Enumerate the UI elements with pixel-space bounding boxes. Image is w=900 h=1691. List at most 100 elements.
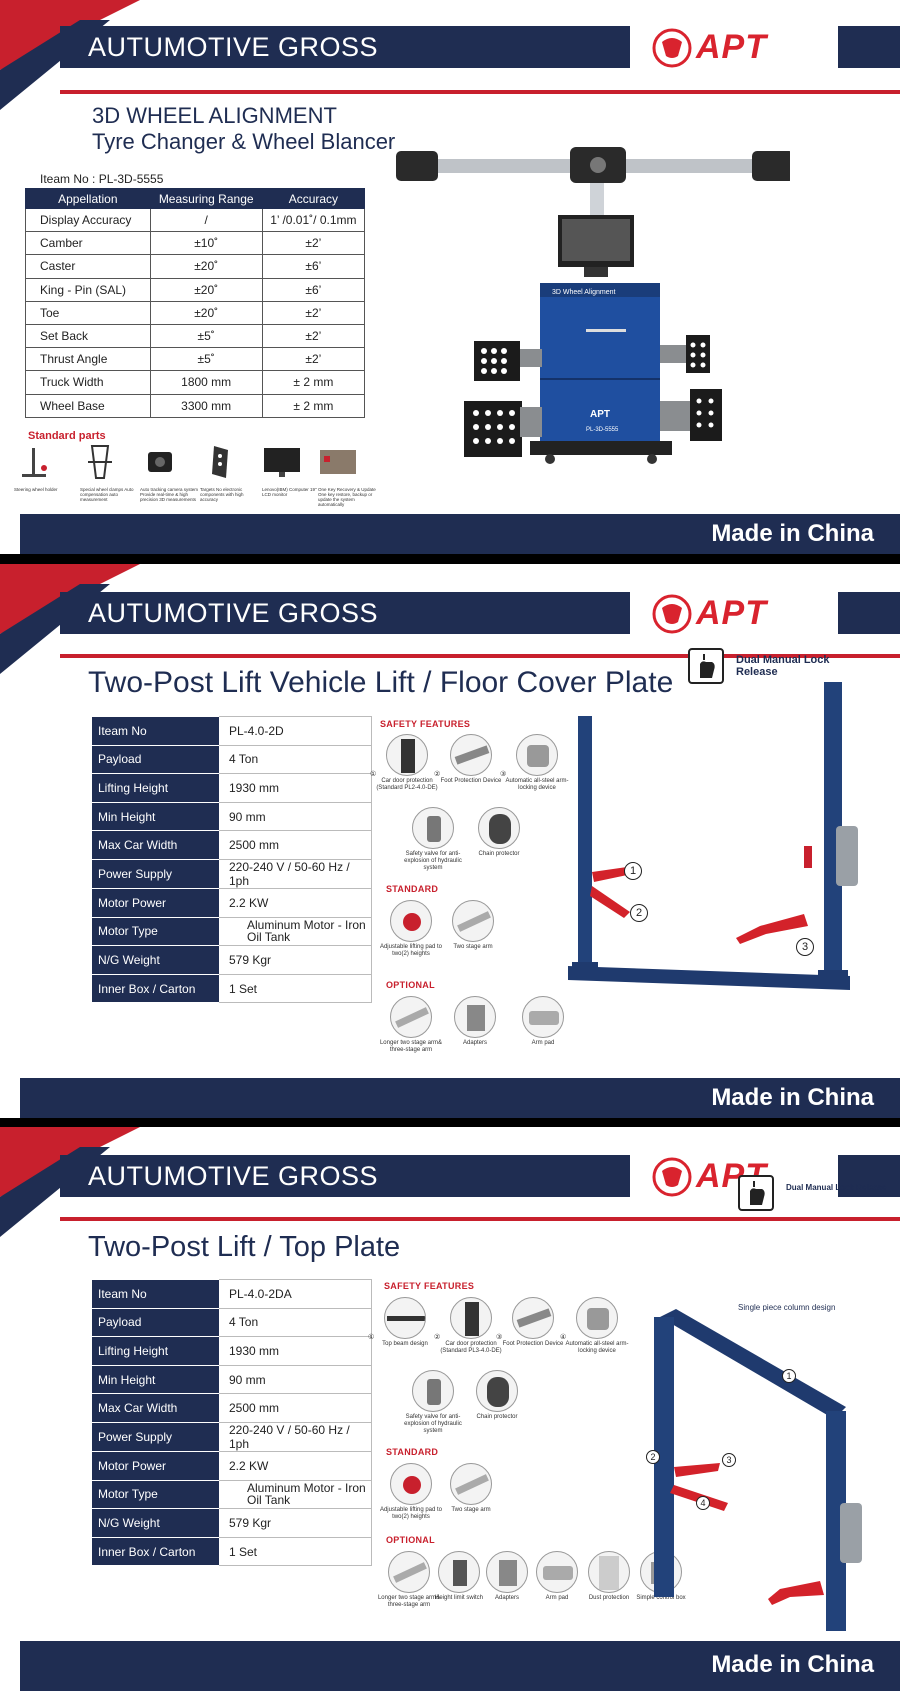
item-number: Iteam No : PL-3D-5555 xyxy=(40,172,164,186)
dual-lock-label: Dual Manual Lock Release xyxy=(736,654,830,678)
spec-key: Payload xyxy=(92,1308,219,1338)
target-plate xyxy=(474,341,520,381)
spec-key: Motor Power xyxy=(92,1451,219,1481)
standard-parts-title: Standard parts xyxy=(28,430,106,442)
company-name: AUTUMOTIVE GROSS xyxy=(88,598,379,628)
spec-value: 4 Ton xyxy=(219,744,372,775)
spec-value: 90 mm xyxy=(219,1364,372,1395)
feature-caption: Adapters xyxy=(494,1595,519,1601)
table-cell: Toe xyxy=(25,300,151,325)
feature-item: Arm pad xyxy=(522,1551,592,1602)
spec-key: Max Car Width xyxy=(92,1393,219,1423)
red-divider xyxy=(60,90,900,94)
foot-protection-icon xyxy=(450,734,492,776)
header-bar xyxy=(60,1155,630,1197)
feature-caption: Adapters xyxy=(462,1040,487,1046)
standard-part: Auto tracking camera system Provide real… xyxy=(140,444,202,502)
table-cell: ± 2 mm xyxy=(261,370,366,395)
standard-part: Steering wheel holder xyxy=(14,444,76,492)
made-in-china: Made in China xyxy=(711,1651,874,1678)
spec-key: Payload xyxy=(92,745,219,775)
callout-1: 1 xyxy=(624,862,642,880)
feature-caption: Height limit switch xyxy=(434,1595,483,1601)
bull-icon xyxy=(652,28,692,68)
made-in-china: Made in China xyxy=(711,1084,874,1111)
feature-caption: Adjustable lifting pad to two(2) heights xyxy=(379,944,443,957)
wheel-clamp-icon xyxy=(88,445,112,479)
callout-4: 4 xyxy=(696,1496,710,1510)
spec-key: Motor Type xyxy=(92,917,219,947)
camera-icon xyxy=(148,452,172,472)
feature-number: ② xyxy=(434,1334,441,1341)
adapters-icon xyxy=(454,996,496,1038)
spec-value: 579 Kgr xyxy=(219,1508,372,1538)
standard-title: STANDARD xyxy=(386,1447,439,1457)
table-cell: ±2’ xyxy=(261,323,366,349)
target-plate xyxy=(464,401,522,457)
feature-item: Height limit switch xyxy=(424,1551,494,1602)
spec-value: Aluminum Motor - Iron Oil Tank xyxy=(219,1479,372,1510)
table-cell: King - Pin (SAL) xyxy=(25,277,151,302)
spec-key: Inner Box / Carton xyxy=(92,974,219,1004)
feature-item: Chain protector xyxy=(462,1370,532,1421)
long-arm-icon xyxy=(388,1551,430,1593)
page-subtitle: Tyre Changer & Wheel Blancer xyxy=(92,129,396,154)
spec-key: Max Car Width xyxy=(92,830,219,860)
standard-part-caption: One Key Recovery & Update One key restor… xyxy=(318,487,376,507)
single-piece-label: Single piece column design xyxy=(738,1303,836,1312)
feature-caption: Simple control box xyxy=(636,1595,686,1601)
table-row: Display Accuracy/1’ /0.01˚/ 0.1mm xyxy=(25,207,366,233)
table-cell: Camber xyxy=(25,231,151,256)
standard-part-caption: Special wheel clamps Auto compensation a… xyxy=(80,487,134,502)
spec-value: 4 Ton xyxy=(219,1307,372,1338)
feature-item: Arm pad xyxy=(508,996,578,1047)
feature-caption: Automatic all-steel arm-locking device xyxy=(505,778,569,791)
feature-item: Adapters xyxy=(472,1551,542,1602)
table-cell: 1’ /0.01˚/ 0.1mm xyxy=(261,207,366,233)
spec-key: Motor Type xyxy=(92,1480,219,1510)
feature-caption: Arm pad xyxy=(531,1040,555,1046)
feature-number: ② xyxy=(434,771,441,778)
callout-3: 3 xyxy=(796,938,814,956)
table-cell: ±6’ xyxy=(261,277,366,302)
safety-valve-icon xyxy=(412,807,454,849)
foot-protection-icon xyxy=(512,1297,554,1339)
spec-value: 2.2 KW xyxy=(219,887,372,918)
feature-caption: Chain protector xyxy=(478,851,520,857)
spec-value: 90 mm xyxy=(219,801,372,832)
table-cell: ±2’ xyxy=(261,347,366,372)
table-row: Toe±20˚±2’ xyxy=(25,300,366,325)
optional-title: OPTIONAL xyxy=(386,1535,435,1545)
spec-value: 2500 mm xyxy=(219,830,372,860)
feature-item: Dust protection xyxy=(574,1551,644,1602)
spec-key: N/G Weight xyxy=(92,945,219,975)
standard-part: Targets No electronic components with hi… xyxy=(200,444,262,502)
two-post-lift-image xyxy=(568,682,858,990)
spec-key: Motor Power xyxy=(92,888,219,918)
feature-item: Safety valve for anti-explosion of hydra… xyxy=(398,807,468,872)
two-stage-arm-icon xyxy=(452,900,494,942)
target-plate xyxy=(690,389,722,441)
feature-number: ① xyxy=(370,771,377,778)
feature-caption: Safety valve for anti-explosion of hydra… xyxy=(404,851,462,871)
table-cell: ±20˚ xyxy=(149,300,263,325)
two-stage-arm-icon xyxy=(450,1463,492,1505)
keyboard-icon xyxy=(320,450,356,474)
feature-caption: Top beam design xyxy=(382,1341,428,1347)
table-row: Set Back±5˚±2’ xyxy=(25,323,366,349)
safety-features-title: SAFETY FEATURES xyxy=(384,1281,475,1291)
footer-bar: Made in China xyxy=(0,514,900,554)
machine-label: 3D Wheel Alignment xyxy=(552,289,615,296)
red-divider xyxy=(60,1217,900,1221)
